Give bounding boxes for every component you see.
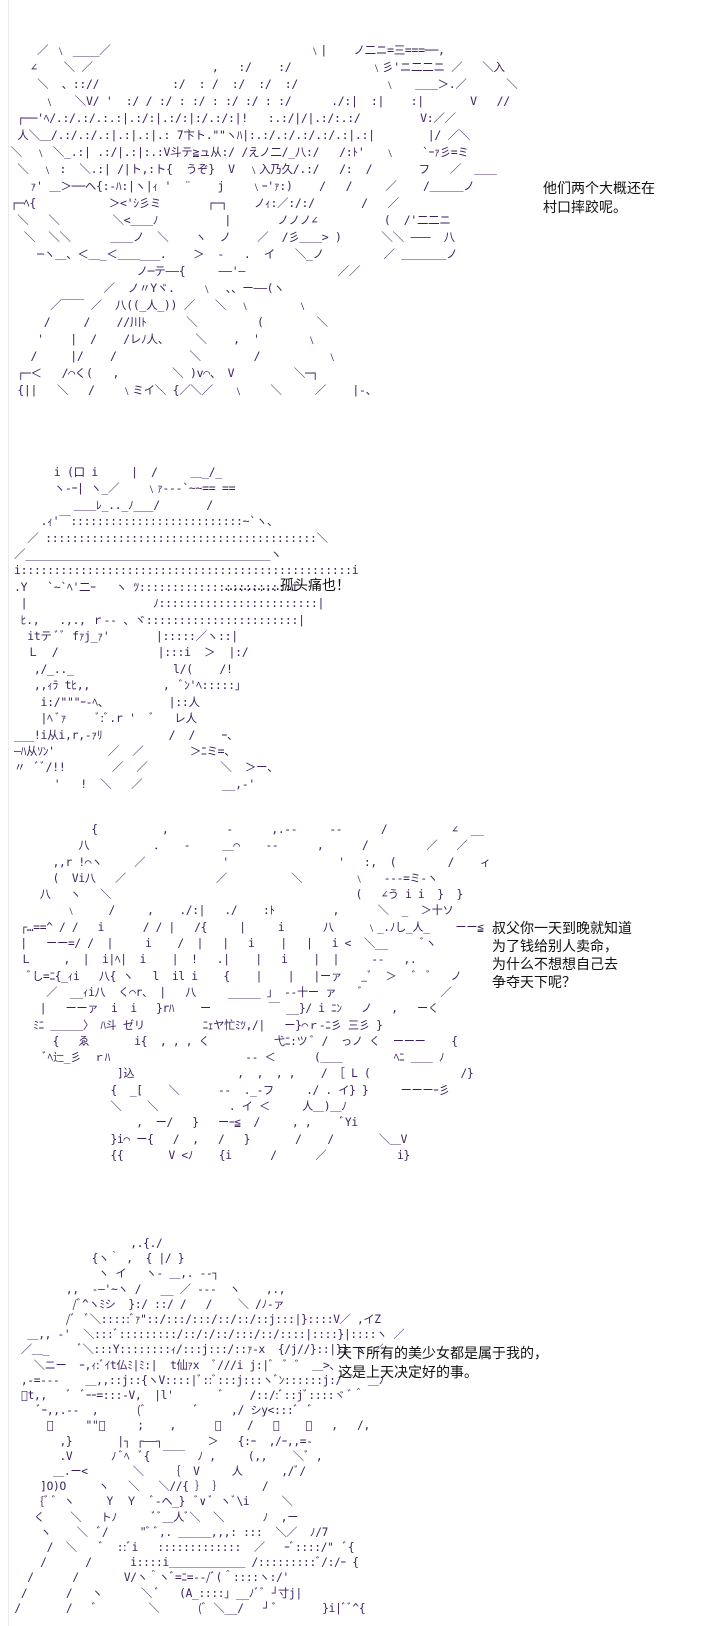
dialog-text: 叔父你一天到晚就知道 为了钱给别人卖命， 为什么不想想自己去 争夺天下呢？ — [492, 921, 632, 991]
panel-3: { , - ,.-- -- / ∠ __ 八 ． ‐ ＿⌒ ‐‐ , / ／ ／… — [0, 790, 706, 1200]
panel-2: i (口 i | / ＿_/_ ヽ-ｰ| ヽ_／ ﹨ｧ---`~~== == ＿… — [0, 420, 706, 791]
ascii-art-two-figures: ／ ﹨ ____／ ﹨| ノ二ニ=三===──, ∠ ＼ ／ , :/ :/ ﹨… — [10, 43, 518, 397]
panel-4: ,.{./ {ヽ｀ , { |/ } ヽ イ ヽ‐ ＿,. --┐ ,, -―'… — [0, 1200, 706, 1626]
ascii-art-figure-with-hat: i (口 i | / ＿_/_ ヽ-ｰ| ヽ_／ ﹨ｧ---`~~== == ＿… — [14, 465, 359, 791]
dialog-text: 他们两个大概还在 村口摔跤呢。 — [543, 181, 655, 216]
margin-rule — [8, 0, 9, 1626]
dialog-text: …………孤头痛也！ — [224, 578, 350, 594]
ascii-art-two-faces: { , - ,.-- -- / ∠ __ 八 ． ‐ ＿⌒ ‐‐ , / ／ ／… — [20, 823, 491, 1162]
panel-1: ／ ﹨ ____／ ﹨| ノ二ニ=三===──, ∠ ＼ ／ , :/ :/ ﹨… — [0, 0, 706, 420]
ascii-art-crowned-figure: ,.{./ {ヽ｀ , { |/ } ヽ イ ヽ‐ ＿,. --┐ ,, -―'… — [14, 1237, 405, 1615]
dialog-text: 天下所有的美少女都是属于我的， 这是上天决定好的事。 — [338, 1346, 548, 1381]
